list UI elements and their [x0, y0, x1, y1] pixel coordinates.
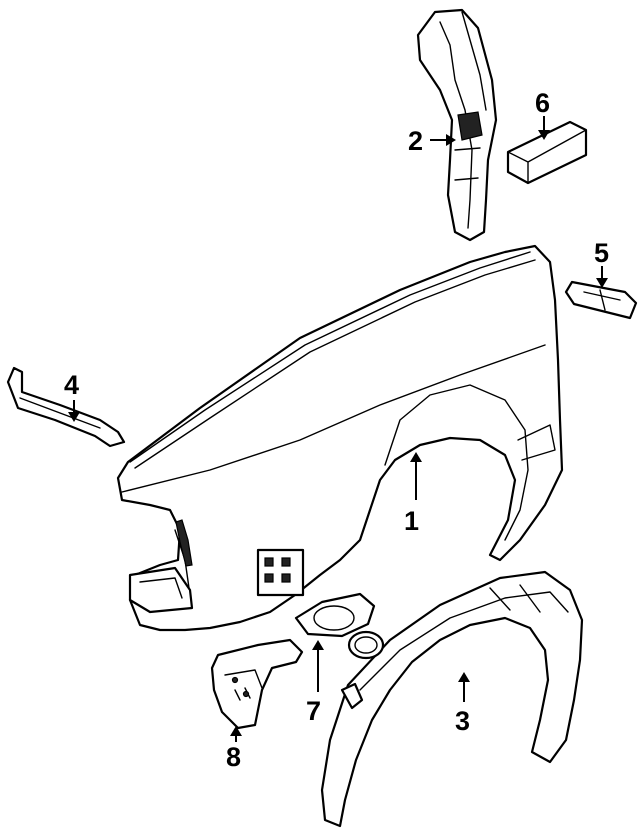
callout-4: 4: [64, 370, 79, 400]
arrowhead-4: [68, 412, 80, 422]
callout-1: 1: [404, 506, 419, 536]
callout-6: 6: [535, 88, 550, 118]
bracket-part-2: [416, 8, 498, 242]
callout-8: 8: [226, 742, 241, 772]
wheel-liner-part-3: [320, 570, 584, 828]
cover-plate-part-7: [294, 592, 385, 660]
arrowhead-5: [596, 278, 608, 288]
side-marker-part-5: [564, 280, 638, 320]
callout-7: 7: [306, 696, 321, 726]
block-part-6: [506, 120, 588, 185]
callout-3: 3: [455, 706, 470, 736]
callout-2: 2: [408, 126, 423, 156]
arrowhead-8: [230, 726, 242, 736]
arrowhead-1: [410, 452, 422, 462]
arrowhead-3: [458, 672, 470, 682]
callout-5: 5: [594, 238, 609, 268]
fender-part-1: [116, 244, 564, 632]
arrowhead-7: [312, 640, 324, 650]
arrowhead-6: [538, 130, 550, 140]
strip-part-4: [6, 366, 126, 448]
arrowhead-2: [446, 134, 456, 146]
bracket-part-8: [210, 638, 304, 730]
